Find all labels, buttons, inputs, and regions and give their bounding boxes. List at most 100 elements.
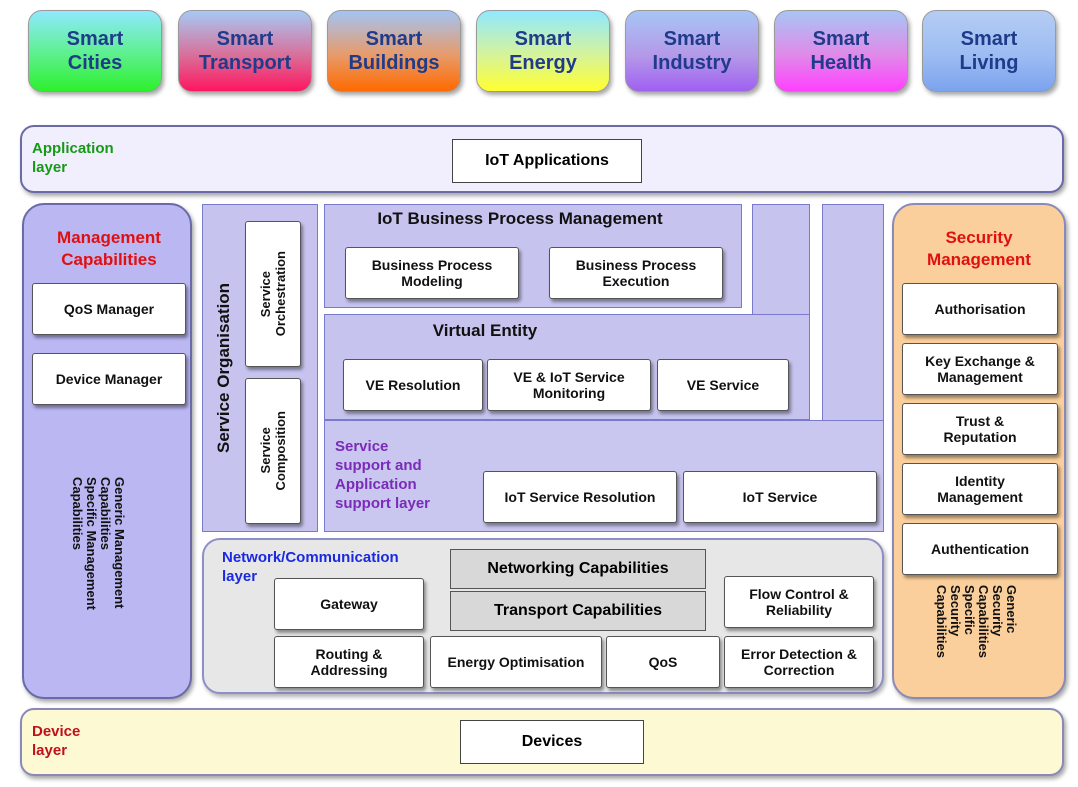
box-line: Key Exchange & bbox=[925, 353, 1035, 369]
domain-line2: Buildings bbox=[348, 52, 440, 74]
box-line: Modeling bbox=[401, 273, 463, 289]
label-line1: Application bbox=[32, 140, 114, 157]
ve-resolution-box: VE Resolution bbox=[343, 359, 483, 411]
iot-applications-box: IoT Applications bbox=[452, 139, 642, 183]
domain-line2: Health bbox=[810, 52, 872, 74]
title-line1: Management bbox=[57, 228, 161, 247]
vertical-line: Capabilities bbox=[70, 477, 85, 550]
network-layer-label: Network/Communication layer bbox=[222, 548, 399, 586]
domain-line2: Transport bbox=[198, 52, 292, 74]
label-line1: Device bbox=[32, 723, 81, 740]
qos-box: QoS bbox=[606, 636, 720, 688]
management-vertical-text: Generic Management Capabilities Specific… bbox=[70, 477, 127, 647]
box-line: Management bbox=[937, 489, 1023, 505]
title-line1: Security bbox=[945, 228, 1013, 247]
box-line: Flow Control & bbox=[749, 586, 849, 602]
box-line: Orchestration bbox=[273, 251, 288, 337]
box-line: Composition bbox=[273, 411, 288, 491]
box-line: Execution bbox=[602, 273, 670, 289]
box-line: Management bbox=[937, 369, 1023, 385]
vertical-line: Generic bbox=[1004, 585, 1019, 634]
device-manager-box: Device Manager bbox=[32, 353, 186, 405]
box-line: Business Process bbox=[371, 257, 493, 273]
box-line: Routing & bbox=[315, 646, 383, 662]
label-line: support layer bbox=[335, 495, 431, 512]
box-line: Trust & bbox=[955, 413, 1005, 429]
box-line: Service bbox=[258, 270, 273, 318]
vertical-line: Security bbox=[990, 585, 1005, 637]
domain-line1: Smart bbox=[960, 28, 1018, 50]
title-line2: Capabilities bbox=[61, 250, 157, 269]
virtual-entity-panel: Virtual Entity VE Resolution VE & IoT Se… bbox=[324, 314, 810, 420]
domain-line1: Smart bbox=[663, 28, 721, 50]
vertical-line: Capabilities bbox=[98, 477, 113, 550]
application-layer: Application layer IoT Applications bbox=[20, 125, 1064, 193]
energy-optimisation-box: Energy Optimisation bbox=[430, 636, 602, 688]
vertical-line: Specific Management bbox=[84, 477, 99, 610]
label-line: Application bbox=[335, 476, 417, 493]
box-line: Identity bbox=[955, 473, 1005, 489]
bpm-panel: IoT Business Process Management Business… bbox=[324, 204, 742, 308]
key-exchange-box: Key Exchange &Management bbox=[902, 343, 1058, 395]
domain-line2: Living bbox=[959, 52, 1019, 74]
vertical-line: Generic Management bbox=[112, 477, 127, 609]
authorisation-box: Authorisation bbox=[902, 283, 1058, 335]
vertical-line: Security bbox=[948, 585, 963, 637]
domain-line1: Smart bbox=[216, 28, 274, 50]
box-line: Reliability bbox=[765, 602, 833, 618]
box-line: Error Detection & bbox=[741, 646, 857, 662]
label-line1: Network/Communication bbox=[222, 549, 399, 566]
box-line: Correction bbox=[763, 662, 835, 678]
service-organisation-label: Service Organisation bbox=[214, 282, 233, 454]
error-detection-box: Error Detection &Correction bbox=[724, 636, 874, 688]
label-line2: layer bbox=[32, 159, 68, 176]
device-layer-label: Device layer bbox=[32, 722, 80, 760]
box-line: VE & IoT Service bbox=[513, 369, 625, 385]
security-vertical-text: Generic Security Capabilities Specific S… bbox=[934, 585, 1019, 695]
bpm-title: IoT Business Process Management bbox=[377, 209, 663, 228]
ve-service-box: VE Service bbox=[657, 359, 789, 411]
label-line: Service bbox=[335, 438, 389, 455]
domain-line1: Smart bbox=[66, 28, 124, 50]
routing-addressing-box: Routing &Addressing bbox=[274, 636, 424, 688]
label-line2: layer bbox=[222, 568, 258, 585]
qos-manager-box: QoS Manager bbox=[32, 283, 186, 335]
domain-line1: Smart bbox=[514, 28, 572, 50]
vertical-line: Capabilities bbox=[934, 585, 949, 658]
domain-line1: Smart bbox=[365, 28, 423, 50]
box-line: Reputation bbox=[943, 429, 1017, 445]
iot-service-resolution-box: IoT Service Resolution bbox=[483, 471, 677, 523]
domain-line2: Cities bbox=[67, 52, 123, 74]
vertical-line: Specific bbox=[962, 585, 977, 635]
box-line: Service bbox=[258, 427, 273, 475]
gateway-box: Gateway bbox=[274, 578, 424, 630]
domain-line1: Smart bbox=[812, 28, 870, 50]
label-line2: layer bbox=[32, 742, 68, 759]
iot-service-box: IoT Service bbox=[683, 471, 877, 523]
service-support-panel: Service support and Application support … bbox=[324, 420, 884, 532]
domain-line2: Energy bbox=[509, 52, 577, 74]
trust-reputation-box: Trust &Reputation bbox=[902, 403, 1058, 455]
domain-line2: Industry bbox=[652, 52, 732, 74]
box-line: Monitoring bbox=[532, 385, 606, 401]
service-support-label: Service support and Application support … bbox=[335, 437, 430, 513]
application-layer-label: Application layer bbox=[32, 139, 114, 177]
label-line: support and bbox=[335, 457, 422, 474]
flow-control-box: Flow Control &Reliability bbox=[724, 576, 874, 628]
